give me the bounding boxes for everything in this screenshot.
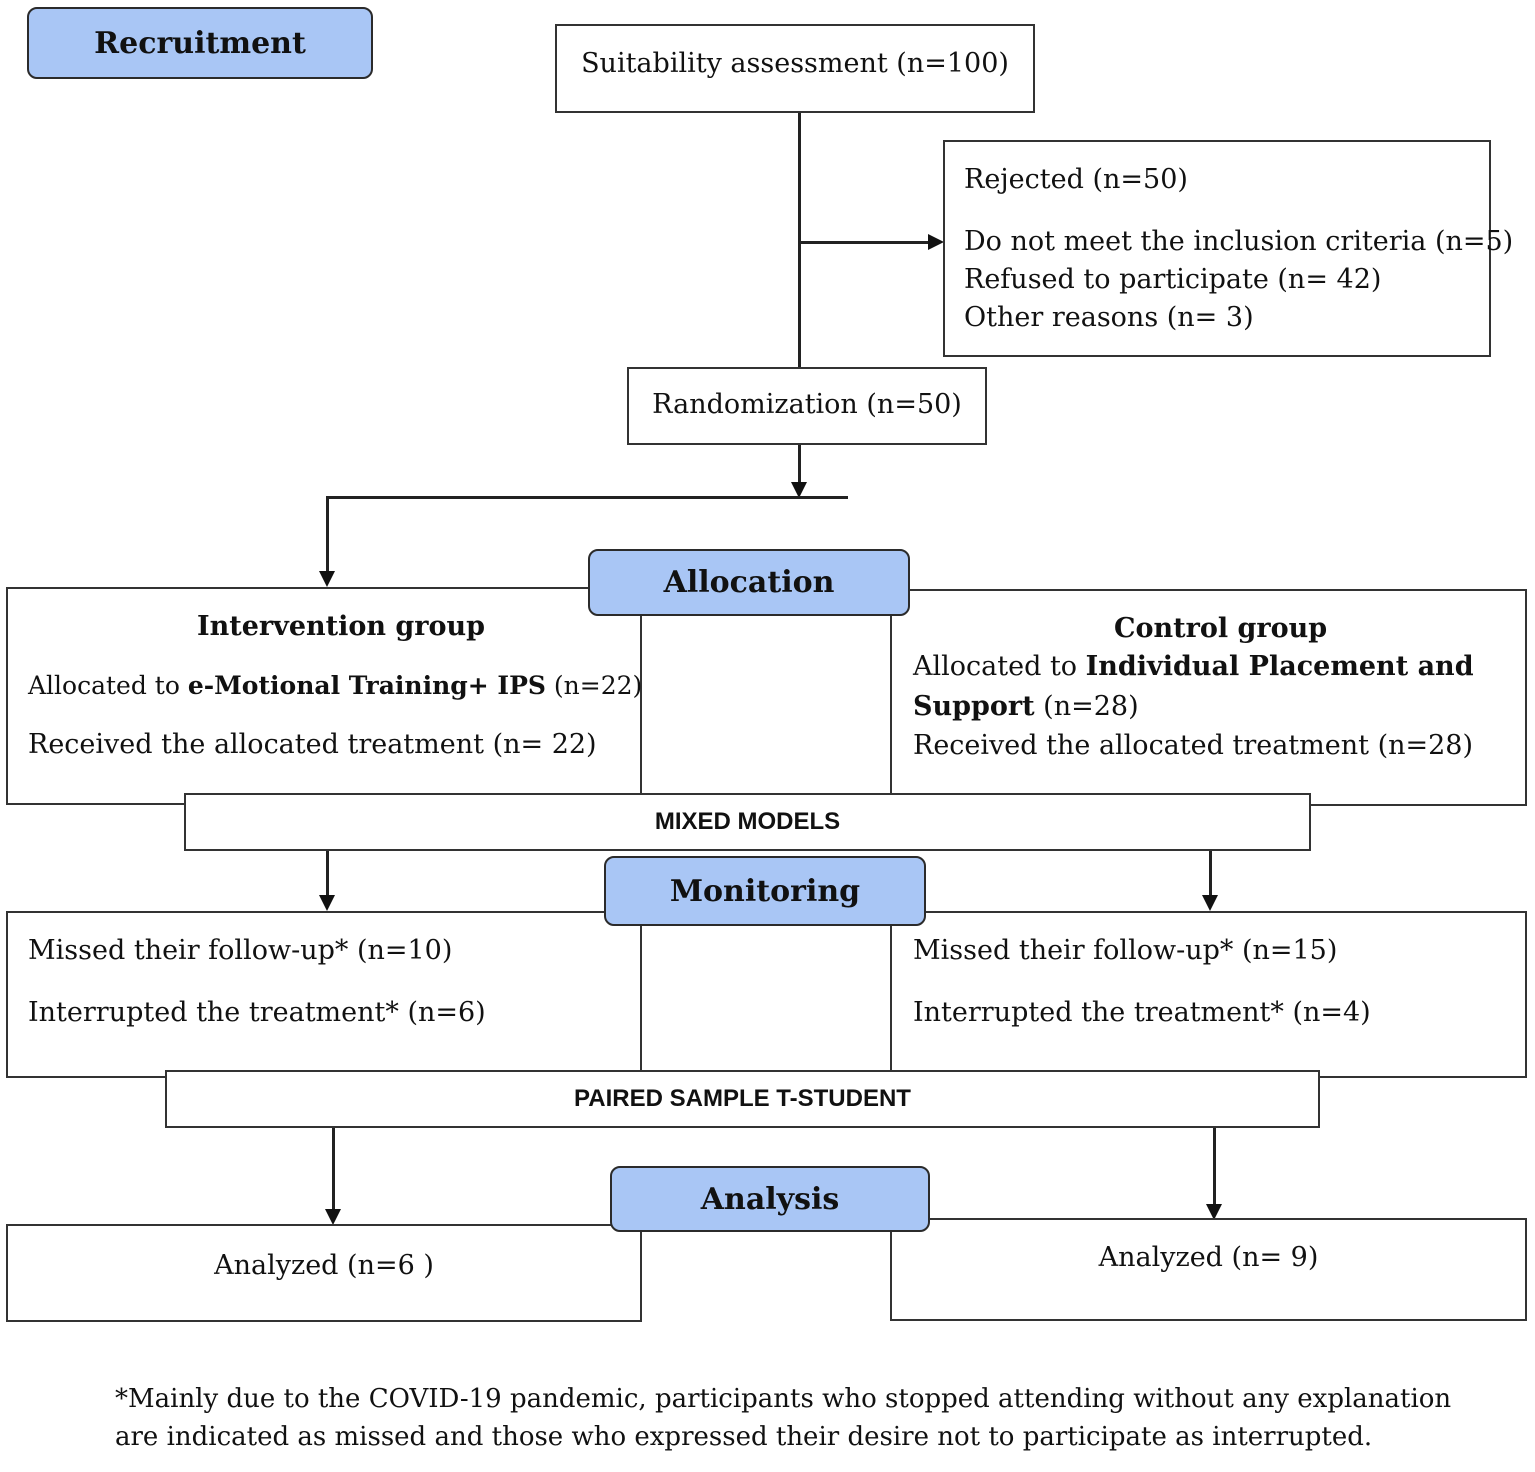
mixed-models-box: MIXED MODELS [184, 793, 1311, 851]
footnote-line-2: are indicated as missed and those who ex… [115, 1422, 1373, 1452]
rejected-item-inclusion: Do not meet the inclusion criteria (n=5) [964, 226, 1514, 257]
control-interrupted: Interrupted the treatment* (n=4) [913, 997, 1371, 1028]
control-missed: Missed their follow-up* (n=15) [913, 935, 1338, 966]
center-column-allocation [639, 605, 893, 797]
intervention-allocated-treatment: e-Motional Training+ IPS [187, 671, 546, 700]
intervention-analysis-box: Analyzed (n=6 ) [6, 1224, 642, 1322]
stage-monitoring: Monitoring [604, 856, 926, 926]
arrow-randomization-down [791, 482, 807, 498]
connector-mixed-left [326, 851, 329, 896]
connector-paired-right [1213, 1128, 1216, 1205]
control-allocated-prefix: Allocated to [913, 651, 1086, 682]
connector-paired-left [332, 1128, 335, 1210]
intervention-interrupted: Interrupted the treatment* (n=6) [28, 997, 486, 1028]
connector-to-rejected [800, 241, 928, 244]
rejected-box: Rejected (n=50) Do not meet the inclusio… [943, 140, 1513, 357]
connector-randomization-down [798, 445, 801, 483]
rejected-item-refused: Refused to participate (n= 42) [964, 264, 1382, 295]
arrow-paired-right [1206, 1204, 1222, 1220]
intervention-allocated-prefix: Allocated to [28, 671, 188, 700]
connector-mixed-right [1209, 851, 1212, 896]
control-analyzed: Analyzed (n= 9) [1098, 1242, 1319, 1273]
arrow-mixed-right [1202, 895, 1218, 911]
rejected-title: Rejected (n=50) [964, 164, 1188, 195]
suitability-box: Suitability assessment (n=100) [555, 24, 1035, 113]
control-allocated-line1: Allocated to Individual Placement and [913, 651, 1474, 683]
intervention-received: Received the allocated treatment (n= 22) [28, 729, 597, 760]
footnote-line-1: *Mainly due to the COVID-19 pandemic, pa… [115, 1384, 1452, 1414]
stage-analysis: Analysis [610, 1166, 930, 1232]
paired-sample-box: PAIRED SAMPLE T-STUDENT [165, 1070, 1320, 1128]
control-allocated-treatment: Individual Placement and [1085, 651, 1474, 682]
intervention-allocated-count: (n=22) [545, 671, 643, 700]
control-allocation-box: Control group Allocated to Individual Pl… [890, 589, 1527, 806]
randomization-text: Randomization (n=50) [652, 389, 962, 420]
connector-to-intervention [326, 496, 848, 499]
arrow-to-intervention [319, 571, 335, 587]
rejected-item-other: Other reasons (n= 3) [964, 302, 1254, 333]
stage-allocation: Allocation [588, 549, 910, 616]
connector-intervention-down [326, 496, 329, 572]
suitability-text: Suitability assessment (n=100) [581, 48, 1009, 79]
control-allocated-count: (n=28) [1034, 691, 1139, 722]
control-analysis-box: Analyzed (n= 9) [890, 1218, 1527, 1321]
intervention-allocation-box: Intervention group Allocated to e-Motion… [6, 587, 642, 805]
control-title: Control group [1114, 613, 1328, 644]
control-allocated-treatment-cont: Support [913, 691, 1035, 722]
intervention-monitoring-box: Missed their follow-up* (n=10) Interrupt… [6, 911, 642, 1078]
intervention-missed: Missed their follow-up* (n=10) [28, 935, 453, 966]
control-received: Received the allocated treatment (n=28) [913, 730, 1473, 761]
arrow-paired-left [325, 1209, 341, 1225]
intervention-title: Intervention group [197, 611, 486, 642]
randomization-box: Randomization (n=50) [627, 367, 987, 445]
center-column-monitoring [639, 922, 893, 1074]
stage-recruitment: Recruitment [27, 7, 373, 79]
intervention-allocated: Allocated to e-Motional Training+ IPS (n… [28, 671, 642, 701]
control-allocated-line2: Support (n=28) [913, 691, 1139, 723]
intervention-analyzed: Analyzed (n=6 ) [214, 1250, 434, 1281]
control-monitoring-box: Missed their follow-up* (n=15) Interrupt… [890, 911, 1527, 1078]
arrow-to-rejected [928, 234, 944, 250]
arrow-mixed-left [319, 895, 335, 911]
connector-suitability-randomization [798, 113, 801, 368]
